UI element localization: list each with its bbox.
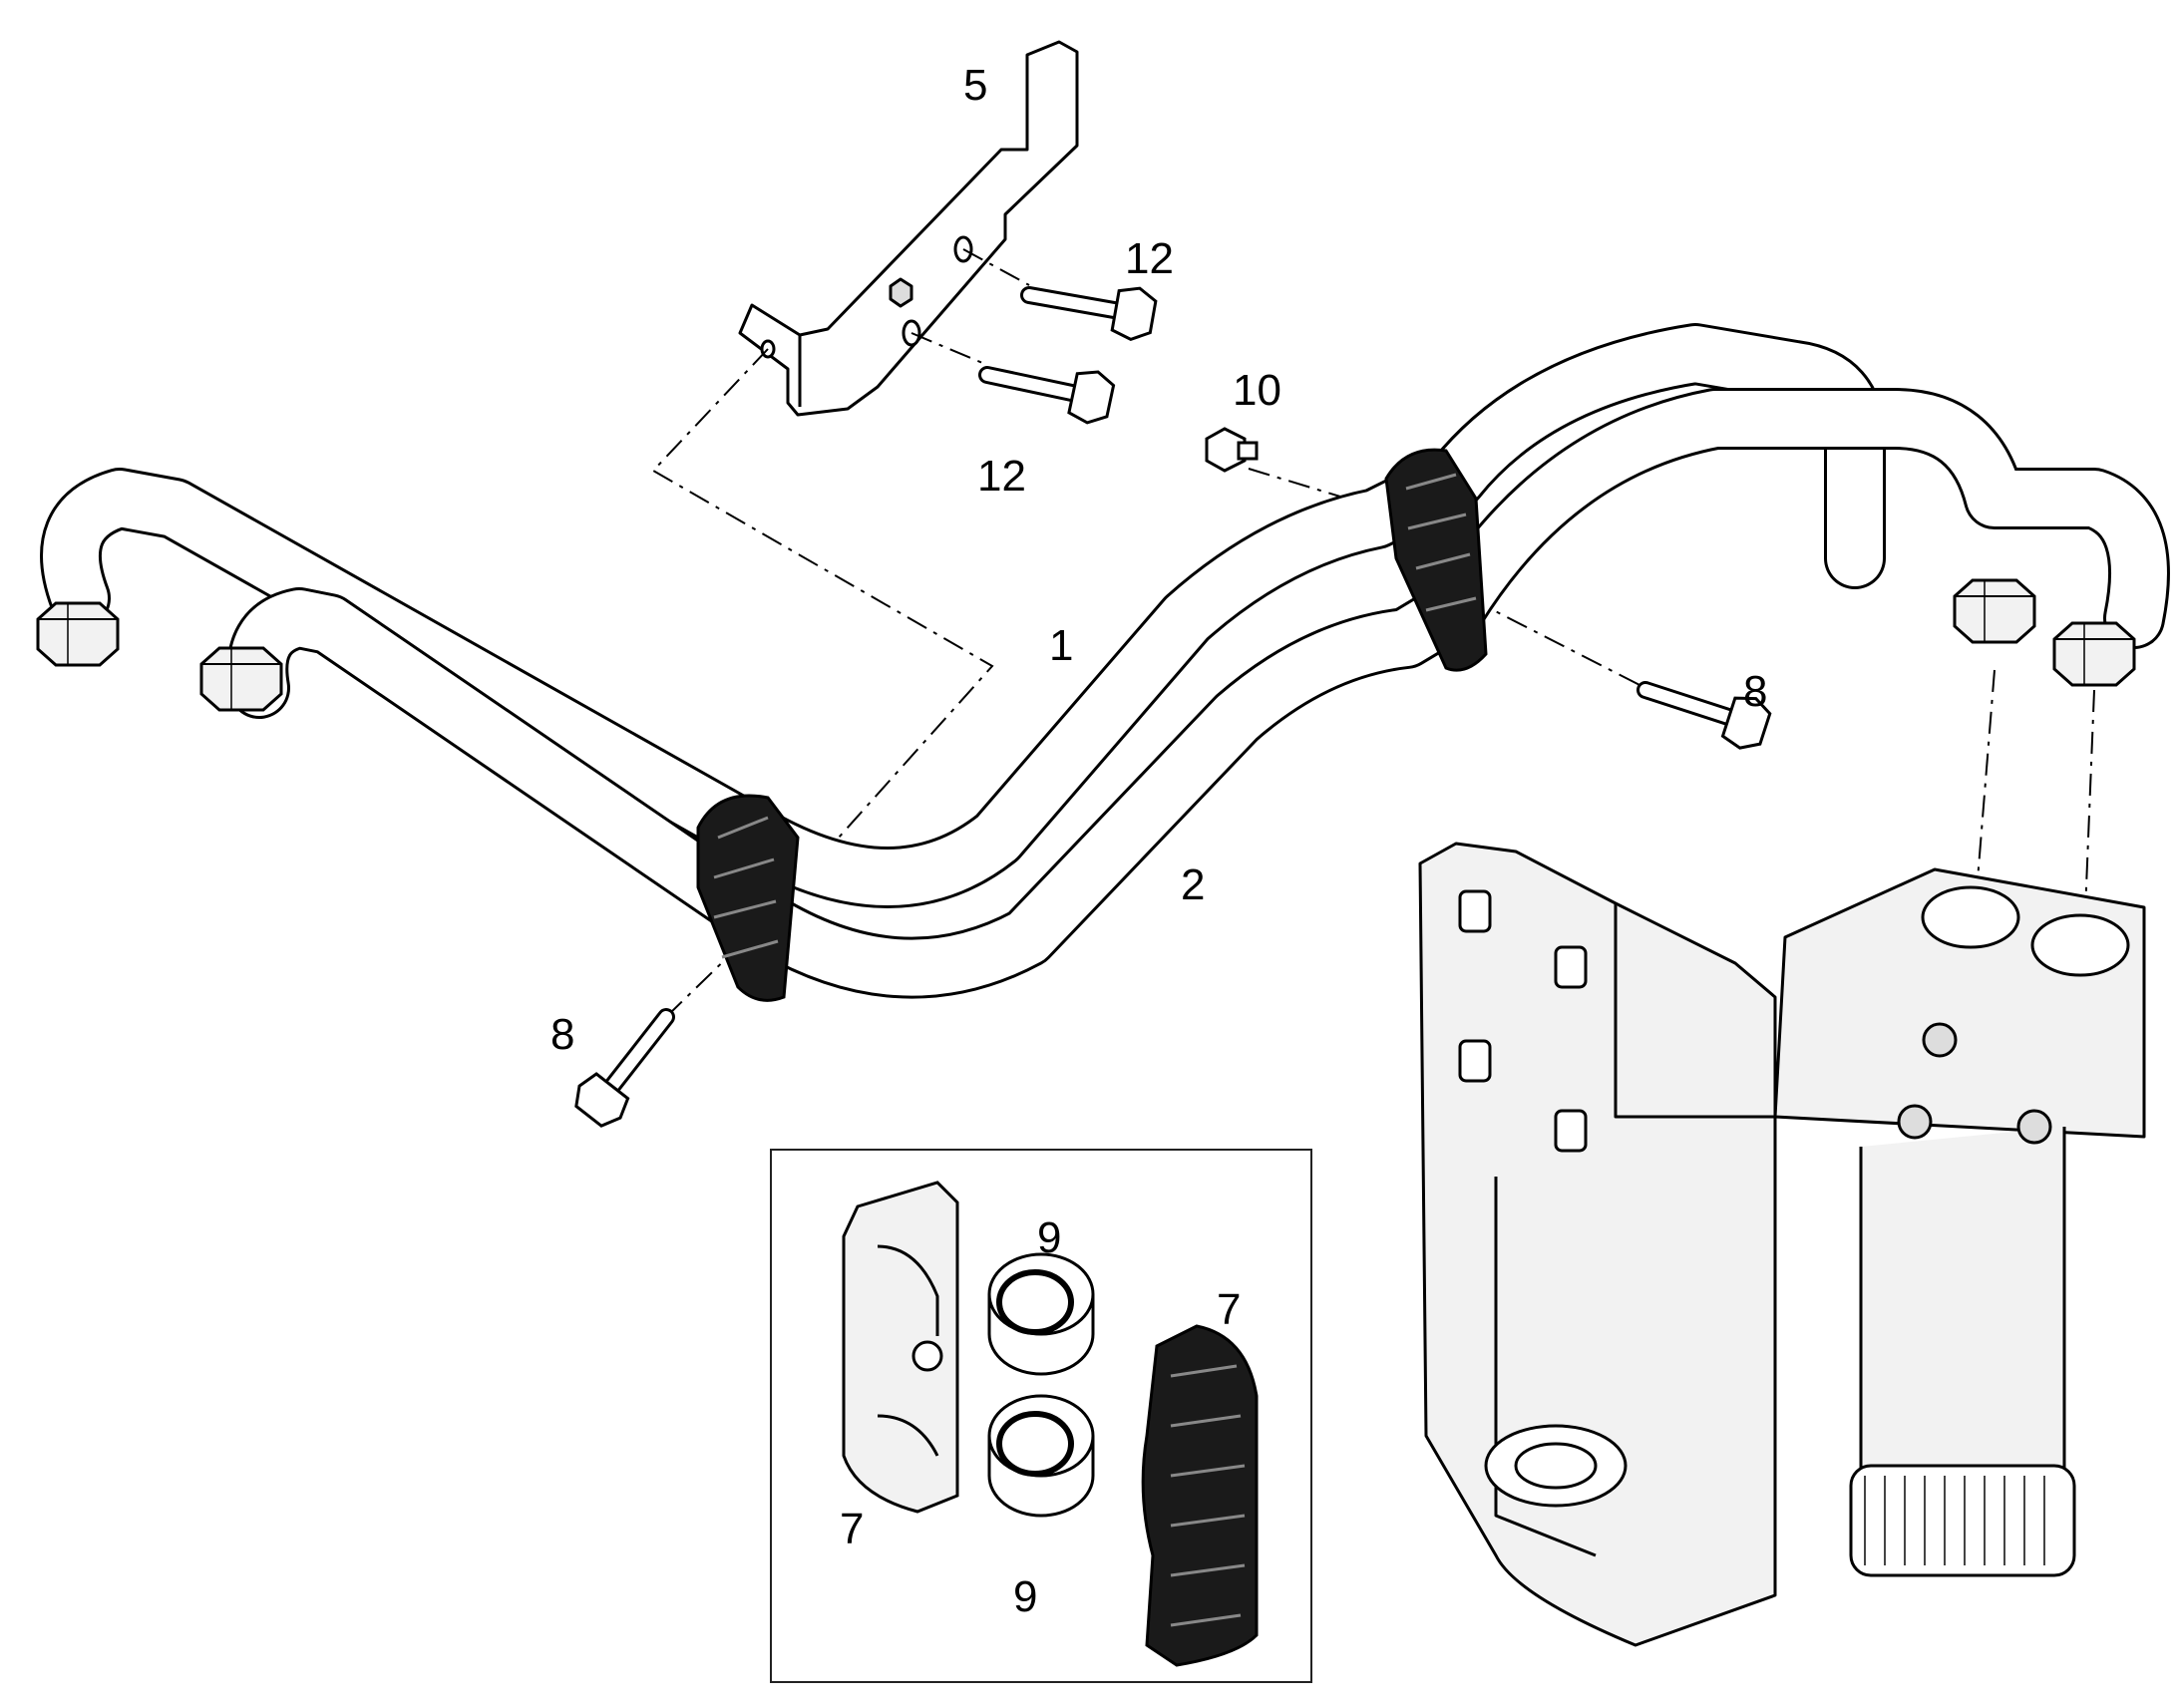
callout-5: 5 (963, 61, 988, 110)
pipe-end-nut (1953, 578, 2036, 644)
mounting-support (1418, 842, 1777, 1647)
callout-7-right: 7 (1217, 1285, 1242, 1334)
callout-2: 2 (1181, 860, 1206, 909)
callout-1: 1 (1049, 621, 1074, 670)
callout-9-top: 9 (1037, 1213, 1062, 1262)
bracket-part (738, 40, 1079, 417)
callout-9-bottom: 9 (1013, 1572, 1038, 1621)
clamp-half-left (842, 1181, 959, 1514)
pipe-end-nut (36, 601, 120, 667)
callout-8-left: 8 (550, 1010, 575, 1059)
clamp-detail-inset (770, 1149, 1312, 1683)
pipe-end-nut (2052, 621, 2136, 687)
pipe-assembly-1 (40, 323, 1886, 908)
bolt-12-lower (982, 350, 1116, 427)
pipe-clamp-right (1384, 448, 1488, 672)
pipe-clamp-left (696, 794, 800, 1002)
callout-10: 10 (1233, 366, 1281, 415)
bolt-8-left (568, 1001, 687, 1132)
pipe-end-nut (199, 646, 283, 712)
nut-10 (1205, 427, 1259, 473)
callout-12-upper: 12 (1125, 234, 1174, 283)
filter-housing (1773, 867, 2146, 1577)
callout-7-left: 7 (840, 1505, 865, 1553)
callout-12-lower: 12 (977, 452, 1026, 501)
callout-8-right: 8 (1743, 667, 1768, 716)
clamp-half-right (1141, 1324, 1259, 1667)
